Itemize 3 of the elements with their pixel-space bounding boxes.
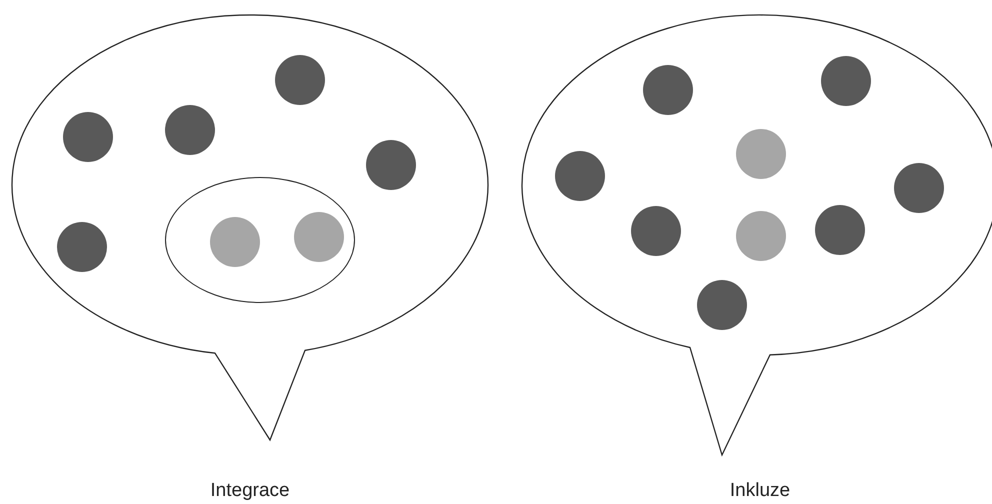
bubble-caption: Inkluze [728,480,792,502]
bubble-caption: Integrace [209,480,291,502]
group-ellipse [165,177,355,303]
